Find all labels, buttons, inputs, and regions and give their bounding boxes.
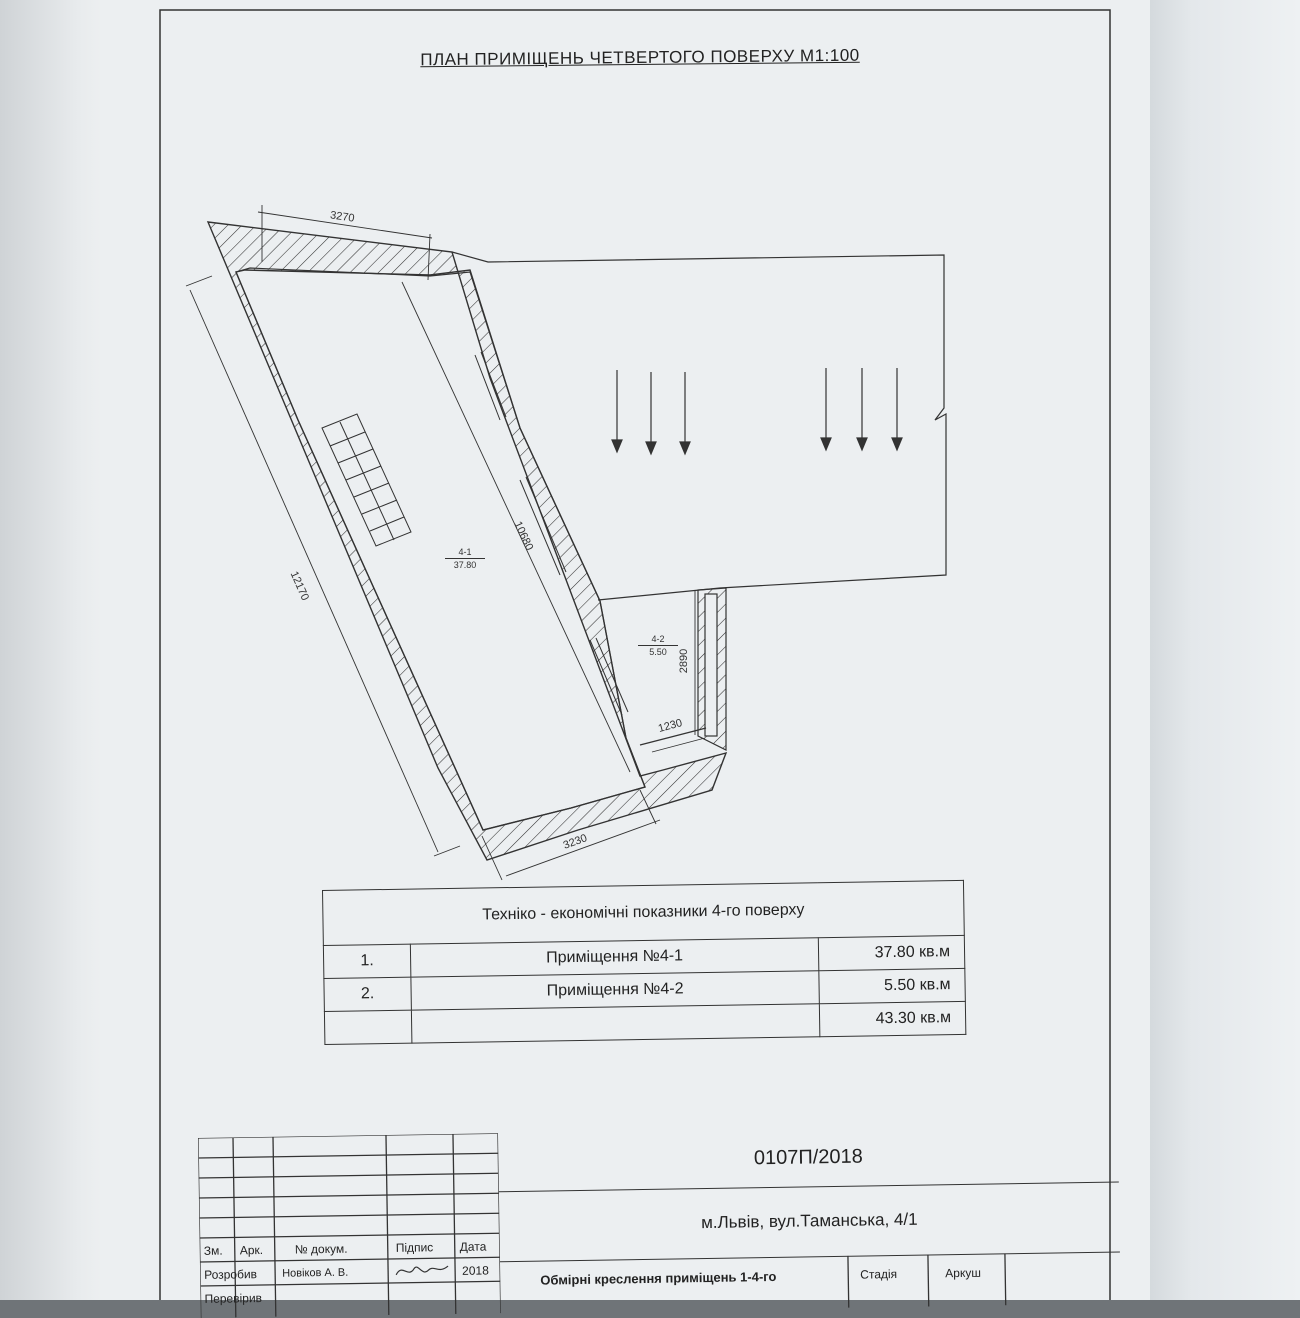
room-id: 4-1 xyxy=(458,547,472,557)
developer-name: Новіков А. В. xyxy=(282,1266,349,1280)
developed-year: 2018 xyxy=(462,1263,489,1278)
row-name xyxy=(411,1003,820,1044)
room-area: 5.50 xyxy=(638,645,678,657)
sheet-frame xyxy=(159,9,1111,1300)
row-number: 1. xyxy=(323,944,411,979)
col-date: Дата xyxy=(459,1239,487,1254)
row-number: 2. xyxy=(323,977,412,1012)
slope-arrows xyxy=(611,368,903,456)
col-doc-number: № докум. xyxy=(294,1241,348,1257)
right-page-edges xyxy=(1120,0,1300,1300)
project-address: м.Львів, вул.Таманська, 4/1 xyxy=(498,1181,1120,1263)
dimension-lines xyxy=(185,205,706,881)
developed-label: Розробив xyxy=(204,1267,258,1282)
indicators-table: Техніко - економічні показники 4-го пове… xyxy=(322,880,966,1045)
room-id: 4-2 xyxy=(651,634,665,644)
room-4-2 xyxy=(639,587,727,751)
windows xyxy=(474,351,629,716)
row-area: 37.80 кв.м xyxy=(818,935,965,971)
room-label-4-2: 4-2 5.50 xyxy=(638,634,678,657)
dim-room2-height: 2890 xyxy=(678,648,691,674)
checked-label: Перевірив xyxy=(204,1291,263,1306)
project-code: 0107П/2018 xyxy=(497,1123,1119,1193)
wall-hatch xyxy=(206,221,728,861)
row-area-total: 43.30 кв.м xyxy=(819,1001,966,1037)
indicators-title: Техніко - економічні показники 4-го пове… xyxy=(322,880,965,946)
row-area: 5.50 кв.м xyxy=(818,968,966,1004)
roof-area xyxy=(451,251,947,601)
title-block: 0107П/2018 м.Львів, вул.Таманська, 4/1 З… xyxy=(198,1123,1121,1318)
col-signature: Підпис xyxy=(395,1240,434,1255)
drawing-sheet xyxy=(100,0,1150,1300)
stairs xyxy=(321,413,412,547)
col-sheet: Арк. xyxy=(239,1242,264,1258)
stamp-cells xyxy=(847,1253,1007,1308)
col-change: Зм. xyxy=(203,1243,223,1258)
room-4-1-outline xyxy=(235,267,646,831)
room-label-4-1: 4-1 37.80 xyxy=(445,547,485,570)
title-block-grid xyxy=(198,1133,501,1318)
document-name: Обмірні креслення приміщень 1-4-го xyxy=(540,1268,777,1288)
signature-icon xyxy=(395,1265,449,1276)
row-number xyxy=(324,1010,412,1045)
room-area: 37.80 xyxy=(445,558,485,570)
